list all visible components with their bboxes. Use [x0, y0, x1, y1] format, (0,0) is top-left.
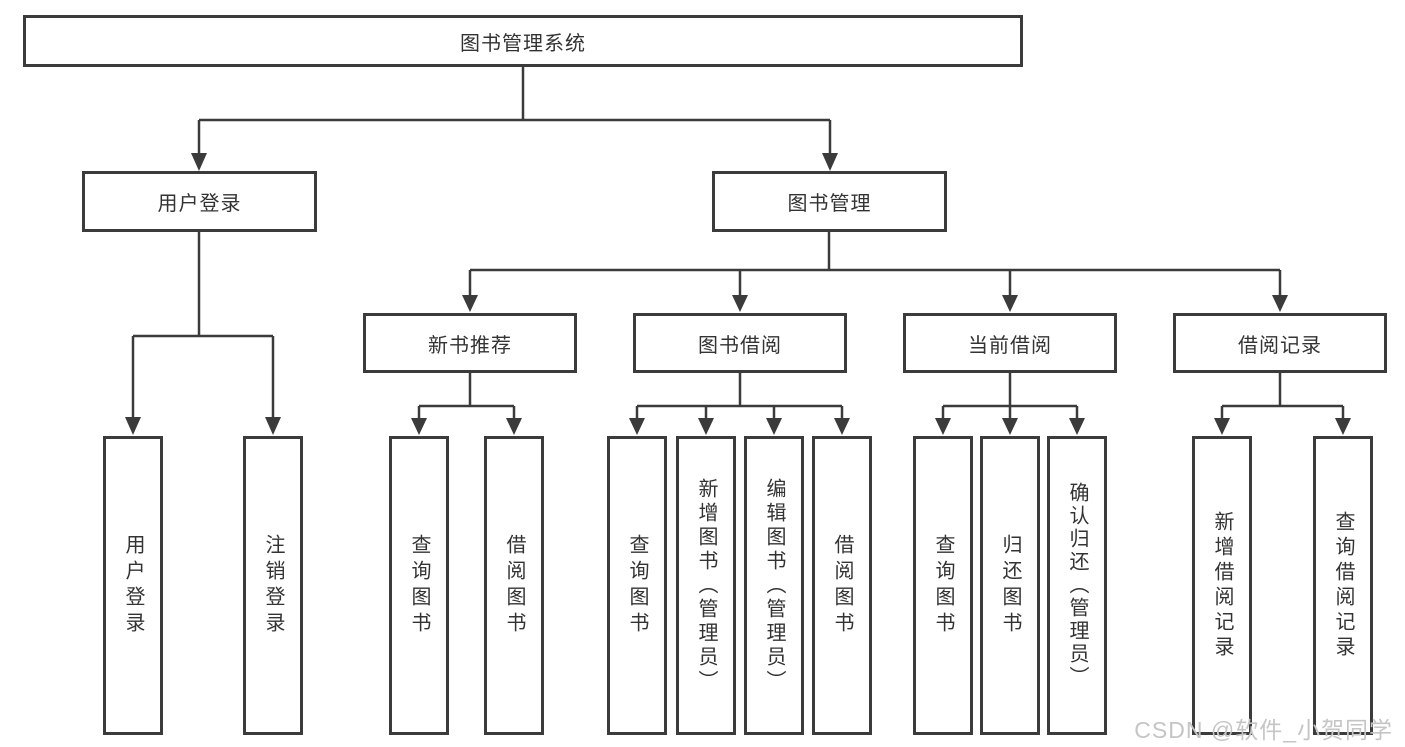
leaf-records-query-record: 查询借阅记录	[1313, 436, 1373, 735]
leaf-borrow-query-books: 查询图书	[607, 436, 667, 735]
leaf-records-add-record: 新增借阅记录	[1192, 436, 1252, 735]
leaf-current-query-books: 查询图书	[913, 436, 973, 735]
node-borrow-records: 借阅记录	[1173, 313, 1387, 373]
leaf-rec-query-books: 查询图书	[389, 436, 449, 735]
leaf-borrow-add-books-admin: 新增图书（管理员）	[676, 436, 736, 735]
connector-book-mgmt-to-level3	[462, 232, 1288, 312]
node-user-login: 用户登录	[82, 171, 317, 232]
node-new-book-recommend: 新书推荐	[363, 313, 577, 373]
leaf-user-login: 用户登录	[103, 436, 163, 735]
connector-new-rec-fan	[411, 373, 522, 435]
leaf-logout: 注销登录	[243, 436, 303, 735]
node-book-management: 图书管理	[712, 171, 947, 232]
leaf-borrow-edit-books-admin: 编辑图书（管理员）	[744, 436, 804, 735]
node-book-borrow: 图书借阅	[633, 313, 847, 373]
leaf-rec-borrow-books: 借阅图书	[484, 436, 544, 735]
connector-borrow-fan	[629, 373, 850, 435]
node-library-system: 图书管理系统	[23, 15, 1023, 67]
csdn-watermark: CSDN @软件_小贺同学	[1134, 717, 1393, 743]
leaf-borrow-borrow-books: 借阅图书	[812, 436, 872, 735]
connector-records-fan	[1214, 373, 1351, 435]
connector-root-to-level2	[191, 67, 838, 171]
node-current-borrow: 当前借阅	[903, 313, 1117, 373]
leaf-current-return-books: 归还图书	[980, 436, 1040, 735]
connector-user-login-branch	[125, 232, 281, 435]
leaf-current-confirm-return-admin: 确认归还（管理员）	[1047, 436, 1107, 735]
connector-current-fan	[935, 373, 1085, 435]
